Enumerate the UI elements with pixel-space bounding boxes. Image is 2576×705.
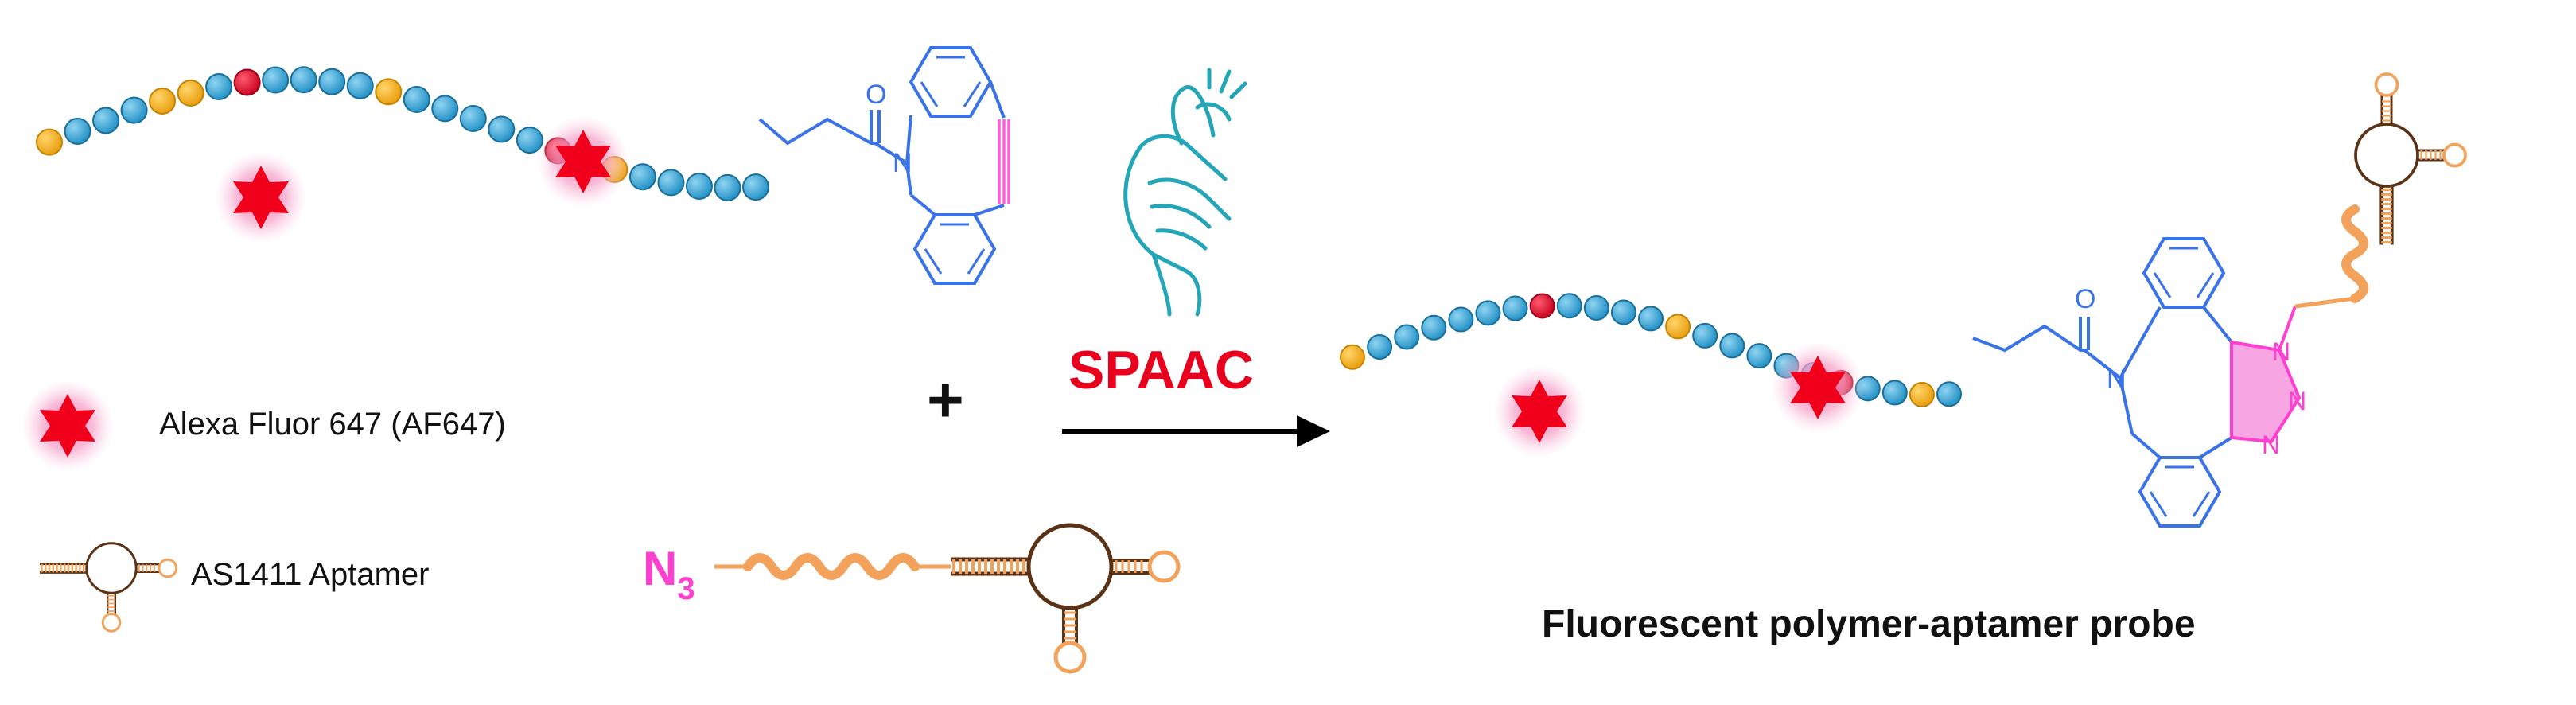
bead-blue [1394, 324, 1420, 350]
bead-blue [64, 118, 91, 146]
bead-blue [1475, 300, 1501, 326]
bead-blue [290, 66, 317, 94]
bead-blue [120, 96, 148, 124]
bead-blue [742, 173, 769, 201]
bead-blue [1610, 299, 1636, 325]
product-caption: Fluorescent polymer-aptamer probe [1542, 603, 2196, 645]
bead-blue [628, 163, 656, 191]
star-fluorophore-icon [215, 151, 307, 243]
bead-blue [488, 115, 516, 143]
bead-blue [1367, 334, 1393, 360]
triazole-ring [2230, 306, 2302, 444]
bead-blue [1421, 314, 1447, 341]
star-fluorophore-icon [1772, 341, 1864, 434]
aptamer-hairpin-icon [38, 542, 178, 633]
product-linker [2341, 204, 2368, 303]
bead-blue [431, 95, 459, 123]
bead-yellow [375, 78, 403, 106]
bead-blue [516, 127, 543, 154]
alkyne-bond [998, 119, 1010, 204]
bead-yellow [1909, 381, 1935, 407]
bead-blue [1502, 295, 1528, 321]
product-dbco-triazole-structure [1972, 237, 2233, 528]
legend-aptamer-label: AS1411 Aptamer [191, 557, 429, 592]
bead-red [1529, 293, 1555, 319]
star-fluorophore-icon [537, 115, 629, 208]
bead-yellow [177, 79, 204, 107]
bead-blue [459, 105, 487, 133]
bead-yellow [149, 88, 177, 115]
bead-blue [1746, 343, 1772, 369]
reactant-dbco-structure [758, 46, 1006, 285]
bead-blue [1583, 294, 1609, 321]
bead-yellow [1340, 344, 1365, 370]
bead-blue [1638, 306, 1664, 332]
snap-hand-icon [1123, 68, 1247, 317]
bead-blue [1556, 293, 1582, 319]
azide-linker [743, 553, 920, 580]
bead-blue [714, 173, 741, 201]
aptamer-hairpin-icon [951, 525, 1178, 672]
reactant-polymer-chain [36, 66, 769, 201]
bead-blue [1719, 333, 1745, 359]
bead-blue [1936, 381, 1962, 407]
bead-blue [1881, 380, 1908, 406]
triazole-n1: N [2272, 337, 2290, 366]
product-polymer-chain [1340, 293, 1962, 407]
bead-red [233, 68, 261, 96]
bead-blue [262, 66, 290, 94]
spaac-label: SPAAC [1068, 340, 1254, 400]
bead-blue [657, 169, 685, 197]
bead-blue [1692, 322, 1718, 349]
reactant-amide-n: N [893, 148, 912, 178]
reaction-arrow-icon [1062, 415, 1330, 447]
bead-yellow [36, 128, 63, 156]
triazole-n2: N [2288, 387, 2306, 415]
bead-blue [1448, 306, 1474, 333]
bead-blue [205, 73, 233, 101]
product-carbonyl-o: O [2075, 284, 2095, 314]
bead-blue [403, 85, 430, 113]
azide-symbol: N3 [643, 542, 695, 606]
bead-blue [685, 172, 713, 200]
legend-fluor-label: Alexa Fluor 647 (AF647) [159, 407, 506, 442]
bead-yellow [1665, 314, 1691, 340]
bead-blue [92, 107, 120, 134]
aptamer-hairpin-icon [2354, 72, 2467, 247]
triazole-n3: N [2262, 430, 2280, 459]
reactant-carbonyl-o: O [866, 80, 886, 110]
bead-blue [318, 68, 346, 95]
bead-blue [346, 72, 374, 99]
star-fluorophore-icon [1493, 365, 1586, 458]
product-amide-n: N [2107, 364, 2127, 395]
plus-sign: + [927, 364, 964, 435]
star-fluorophore-icon [21, 380, 114, 472]
